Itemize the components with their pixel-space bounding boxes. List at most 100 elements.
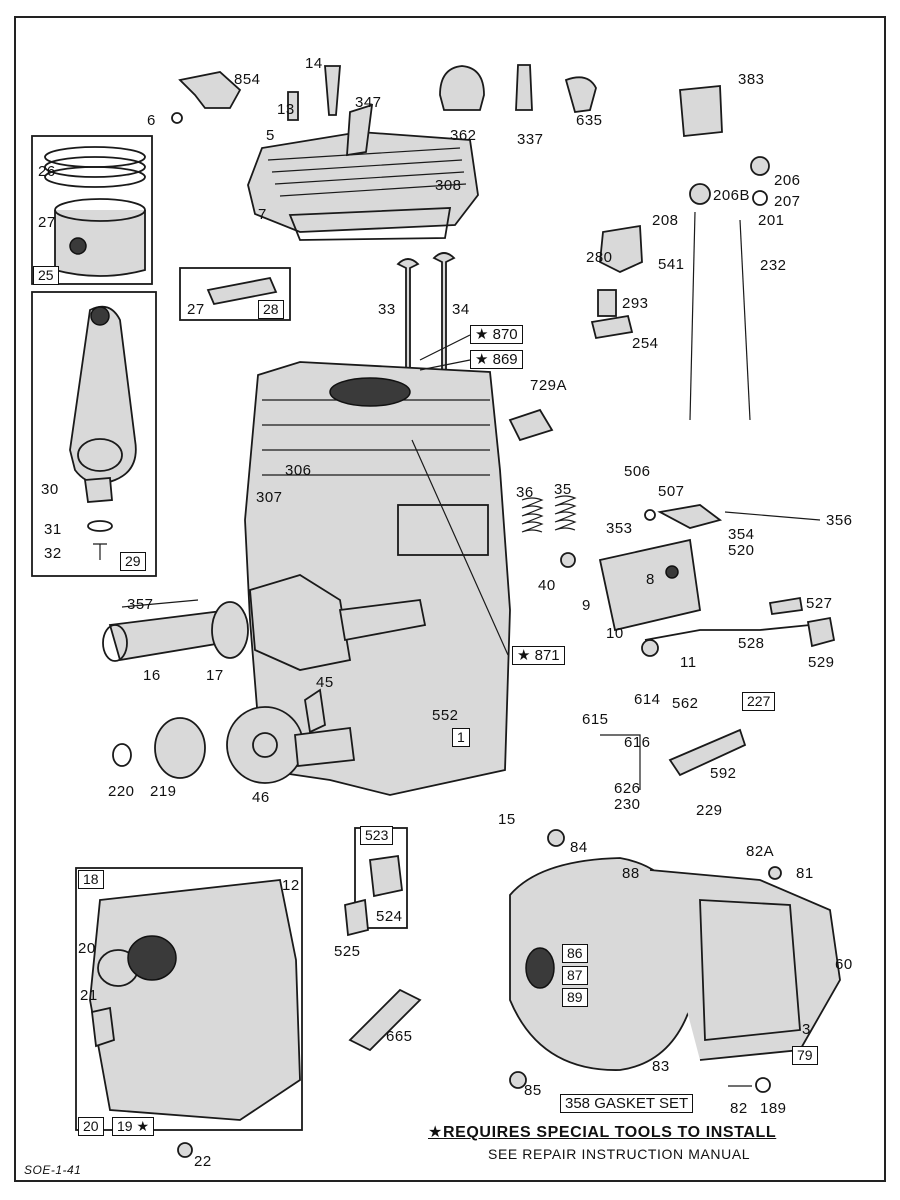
part-label-88: 88 <box>622 865 640 882</box>
part-label-729a: 729A <box>530 377 568 394</box>
part-label-207: 207 <box>774 193 801 210</box>
part-label-27-ring: 27 <box>38 214 56 231</box>
bolt-13 <box>287 91 299 121</box>
part-21 <box>91 1006 115 1048</box>
box-label-86: 86 <box>562 944 588 963</box>
part-label-84: 84 <box>570 839 588 856</box>
part-label-13: 13 <box>277 101 295 118</box>
part-label-524: 524 <box>376 908 403 925</box>
key-357 <box>121 599 199 608</box>
flange-inner <box>699 899 801 1041</box>
box-label-89: 89 <box>562 988 588 1007</box>
part-label-552: 552 <box>432 707 459 724</box>
part-label-616: 616 <box>624 734 651 751</box>
box-label-87: 87 <box>562 966 588 985</box>
part-293 <box>597 289 617 317</box>
part-label-362: 362 <box>450 127 477 144</box>
part-label-17: 17 <box>206 667 224 684</box>
bracket-854 <box>178 71 242 109</box>
valve-chamber <box>397 504 489 556</box>
part-label-40: 40 <box>538 577 556 594</box>
part-label-9: 9 <box>582 597 591 614</box>
part-label-16: 16 <box>143 667 161 684</box>
rod-big-end <box>77 438 123 472</box>
box-label-19: 19 ★ <box>112 1117 155 1136</box>
box-label-18: 18 <box>78 870 104 889</box>
part-729a <box>508 408 554 442</box>
part-label-10: 10 <box>606 625 624 642</box>
part-label-592: 592 <box>710 765 737 782</box>
muffler-383 <box>679 85 723 137</box>
part-label-82a: 82A <box>746 843 775 860</box>
cylinder-block <box>244 361 511 796</box>
special-tools-note: ★REQUIRES SPECIAL TOOLS TO INSTALL <box>428 1124 777 1141</box>
bolt-14 <box>324 65 341 116</box>
flange-60 <box>649 869 841 1061</box>
part-label-60: 60 <box>835 956 853 973</box>
part-label-528: 528 <box>738 635 765 652</box>
part-label-308: 308 <box>435 177 462 194</box>
part-label-854: 854 <box>234 71 261 88</box>
part-label-189: 189 <box>760 1100 787 1117</box>
oil-fill-524 <box>369 854 403 898</box>
crank-journal <box>338 599 427 642</box>
part-label-507: 507 <box>658 483 685 500</box>
lever-562 <box>668 728 747 777</box>
cam-gear-46 <box>226 706 304 784</box>
deflector-347 <box>346 103 374 157</box>
part-label-219: 219 <box>150 783 177 800</box>
piston-body <box>54 210 146 277</box>
part-label-232: 232 <box>760 257 787 274</box>
box-label-25: 25 <box>33 266 59 285</box>
part-label-36: 36 <box>516 484 534 501</box>
valve-34 <box>432 252 456 371</box>
rod-box-outline <box>31 291 157 577</box>
part-label-615: 615 <box>582 711 609 728</box>
elbow-11 <box>641 639 659 657</box>
part-label-3: 3 <box>802 1021 811 1038</box>
breather-tube-528 <box>644 624 823 641</box>
part-label-83: 83 <box>652 1058 670 1075</box>
repair-manual-note: SEE REPAIR INSTRUCTION MANUAL <box>488 1146 751 1162</box>
leader-870 <box>419 334 471 361</box>
part-529 <box>806 616 836 648</box>
box-label-869: ★ 869 <box>470 350 523 369</box>
part-label-46: 46 <box>252 789 270 806</box>
cover-bearing <box>127 935 177 981</box>
part-label-5: 5 <box>266 127 275 144</box>
part-label-280: 280 <box>586 249 613 266</box>
part-label-81: 81 <box>796 865 814 882</box>
wrist-pin <box>206 276 278 306</box>
crankcase-cover-box <box>75 867 303 1131</box>
rod-cap <box>83 477 113 503</box>
clip-527 <box>768 596 804 616</box>
part-label-357: 357 <box>127 596 154 613</box>
part-label-26: 26 <box>38 163 56 180</box>
screw-6 <box>171 112 183 124</box>
crank-throw <box>249 574 352 671</box>
part-label-21: 21 <box>80 987 98 1004</box>
part-label-541: 541 <box>658 256 685 273</box>
part-label-229: 229 <box>696 802 723 819</box>
piston-ring-2 <box>44 156 146 178</box>
spark-plug-337 <box>515 64 533 111</box>
part-label-306: 306 <box>285 462 312 479</box>
plug-525 <box>344 898 369 937</box>
part-label-208: 208 <box>652 212 679 229</box>
link-356 <box>724 511 821 521</box>
cylinder-bore <box>329 377 411 407</box>
washer-220 <box>112 743 132 767</box>
sump-opening <box>525 947 555 989</box>
leader-869 <box>419 359 471 371</box>
part-label-31: 31 <box>44 521 62 538</box>
washer-207 <box>752 190 768 206</box>
pin-82a <box>768 866 782 880</box>
nut-353 <box>644 509 656 521</box>
piston-ring-3 <box>44 166 146 188</box>
box-label-29: 29 <box>120 552 146 571</box>
part-label-33: 33 <box>378 301 396 318</box>
part-label-525: 525 <box>334 943 361 960</box>
gasket-set-label: 358 GASKET SET <box>560 1094 694 1113</box>
piston-pin-hole <box>69 237 87 255</box>
